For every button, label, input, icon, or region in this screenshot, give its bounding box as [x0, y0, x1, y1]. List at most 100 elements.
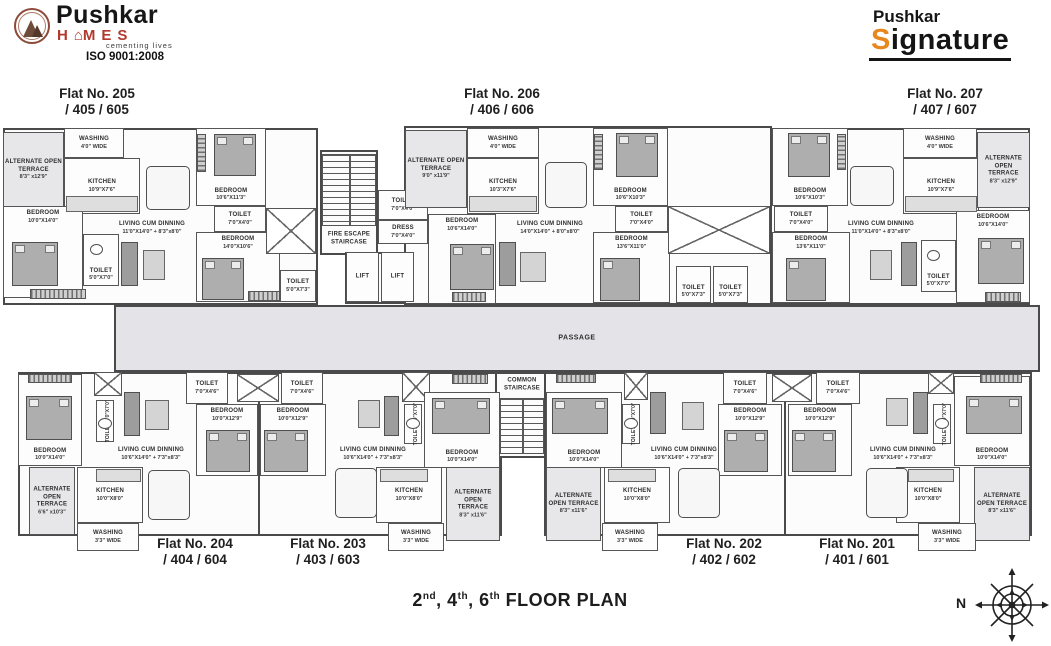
room-lift-2: LIFT	[381, 252, 414, 302]
project-name: Signature	[869, 24, 1012, 61]
brand-homes: H MES	[57, 27, 133, 44]
furniture-bed-icon	[432, 398, 490, 434]
furniture-bed-icon	[552, 398, 608, 434]
furniture-counter-icon	[380, 469, 428, 482]
furniture-bed-icon	[26, 396, 72, 440]
furniture-counter-icon	[66, 196, 138, 212]
furniture-table-icon	[146, 166, 190, 210]
mountain-icon	[32, 25, 43, 37]
furniture-sofa-icon	[124, 392, 140, 436]
room-202-shaft-1	[624, 372, 648, 400]
flat-number-label: Flat No. 203/ 403 / 603	[290, 536, 366, 568]
floor-plan-title: 2nd, 4th, 6th FLOOR PLAN	[412, 590, 628, 610]
brand-tagline: cementing lives	[106, 41, 173, 50]
furniture-bed-icon	[786, 258, 826, 301]
furniture-counter-icon	[608, 469, 656, 482]
room-205-shaft	[266, 208, 316, 254]
furniture-sofa-icon	[384, 396, 399, 436]
furniture-bed-icon	[792, 430, 836, 472]
iso-certification: ISO 9001:2008	[86, 51, 165, 63]
furniture-bed-icon	[206, 430, 250, 472]
furniture-table-icon	[850, 166, 894, 206]
furniture-wrd-icon	[985, 292, 1021, 302]
furniture-sofa-icon	[901, 242, 917, 286]
furniture-sofa-icon	[913, 392, 928, 434]
furniture-table-icon	[335, 468, 377, 518]
furniture-wc-icon	[90, 244, 103, 255]
compass-rose-icon	[975, 568, 1049, 642]
homes-h: H	[57, 27, 74, 44]
furniture-sofa-icon	[499, 242, 516, 286]
room-label: LIFT	[355, 273, 370, 280]
furniture-bed-icon	[264, 430, 308, 472]
homes-rest: MES	[82, 27, 134, 44]
room-passage: PASSAGE	[114, 305, 1040, 372]
room-fire-escape-treads	[322, 154, 376, 226]
room-lift-1: LIFT	[346, 252, 379, 302]
furniture-bed-icon	[966, 396, 1022, 434]
room-204-shaft	[94, 372, 122, 396]
north-label: N	[956, 595, 967, 611]
furniture-sofa-icon	[650, 392, 666, 434]
furniture-wc-icon	[927, 250, 940, 261]
house-icon	[74, 27, 83, 44]
flat-number-label: Flat No. 207/ 407 / 607	[907, 86, 983, 118]
flat-number-label: Flat No. 201/ 401 / 601	[819, 536, 895, 568]
furniture-wrd-icon	[28, 374, 72, 383]
signature-initial: S	[871, 24, 891, 56]
furniture-ctable-icon	[358, 400, 380, 428]
furniture-wrd-icon	[452, 292, 486, 302]
furniture-table-icon	[545, 162, 587, 208]
furniture-bed-icon	[214, 134, 256, 176]
furniture-bed-icon	[724, 430, 768, 472]
room-201-shaft-2	[928, 372, 954, 394]
room-label: LIFT	[390, 273, 405, 280]
